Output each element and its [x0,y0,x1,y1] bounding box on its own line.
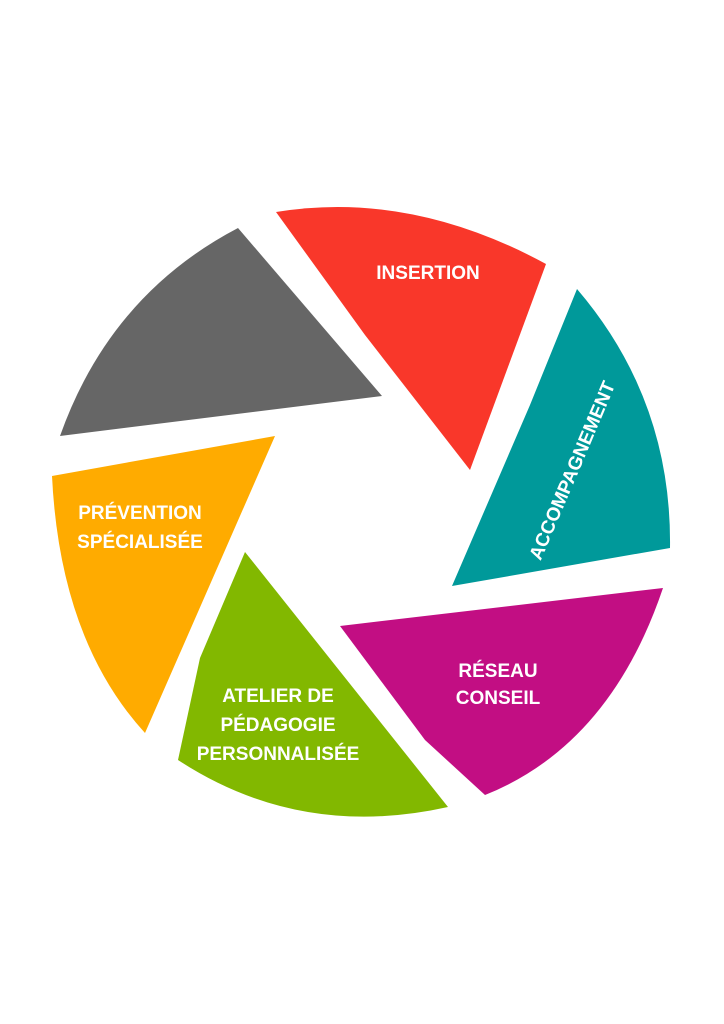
segment-accompagnement: ACCOMPAGNEMENT [452,289,671,586]
segment-insertion: INSERTION [276,206,546,471]
segment-grey-shape [60,228,382,436]
segment-atelier: ATELIER DE PÉDAGOGIE PERSONNALISÉE [178,552,448,817]
segment-prevention-shape [52,436,275,733]
segment-atelier-label-line-1: ATELIER DE [222,686,334,707]
segment-prevention: PRÉVENTION SPÉCIALISÉE [52,436,275,733]
segment-reseau-conseil-label-line-2: CONSEIL [456,688,541,709]
segment-atelier-label-line-2: PÉDAGOGIE [220,714,335,736]
segment-insertion-label: INSERTION [376,263,479,284]
segment-prevention-label-line-1: PRÉVENTION [78,502,202,524]
segment-reseau-conseil: RÉSEAU CONSEIL [340,588,663,795]
segment-grey [60,228,382,436]
segment-atelier-shape [178,552,448,817]
segment-reseau-conseil-shape [340,588,663,795]
segment-accompagnement-shape [452,289,671,586]
segment-prevention-label-line-2: SPÉCIALISÉE [77,531,203,553]
segment-reseau-conseil-label-line-1: RÉSEAU [458,660,537,682]
segment-atelier-label-line-3: PERSONNALISÉE [197,743,360,765]
segment-insertion-shape [276,206,546,471]
